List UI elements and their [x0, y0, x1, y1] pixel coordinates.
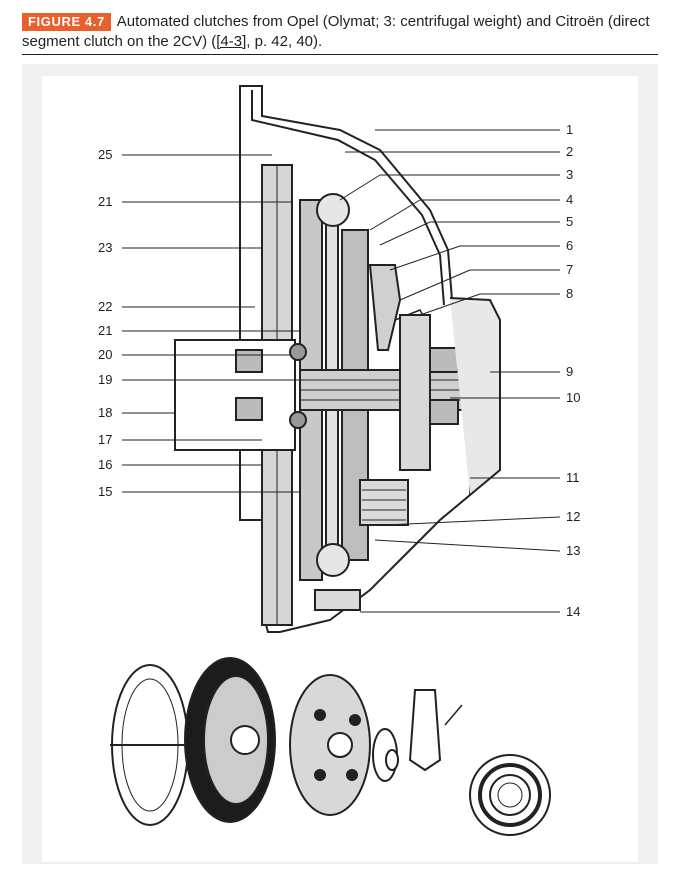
callout-left-2: 21	[98, 194, 112, 209]
callout-right-3: 3	[566, 167, 573, 182]
centrifugal-weight	[316, 193, 350, 227]
spring-pack	[359, 479, 409, 526]
callout-right-12: 12	[566, 509, 580, 524]
bearing-left-lower	[235, 397, 263, 421]
bearing-right-lower	[429, 399, 459, 425]
figure-label: FIGURE 4.7	[22, 13, 111, 31]
callout-left-7: 19	[98, 372, 112, 387]
callout-left-3: 23	[98, 240, 112, 255]
callout-left-1: 25	[98, 147, 112, 162]
callout-right-9: 9	[566, 364, 573, 379]
segment-lever	[408, 689, 442, 772]
callout-right-4: 4	[566, 192, 573, 207]
exploded-view	[110, 657, 551, 836]
callout-left-8: 18	[98, 405, 112, 420]
caption-rule	[22, 54, 658, 55]
callout-right-6: 6	[566, 238, 573, 253]
callout-right-7: 7	[566, 262, 573, 277]
callout-left-10: 16	[98, 457, 112, 472]
callout-right-11: 11	[566, 470, 580, 485]
callout-right-2: 2	[566, 144, 573, 159]
release-lever	[368, 264, 402, 351]
callout-left-5: 21	[98, 323, 112, 338]
callout-right-14: 14	[566, 604, 580, 619]
reference-link[interactable]: [4-3]	[216, 33, 247, 50]
bearing-right-upper	[429, 347, 459, 373]
bearing-left-upper	[235, 349, 263, 373]
callout-right-13: 13	[566, 543, 580, 558]
callout-right-8: 8	[566, 286, 573, 301]
callout-right-5: 5	[566, 214, 573, 229]
callout-right-1: 1	[566, 122, 573, 137]
callout-left-4: 22	[98, 299, 112, 314]
caption-text: Automated clutches from Opel (Olymat; 3:…	[22, 13, 650, 50]
callout-left-9: 17	[98, 432, 112, 447]
callout-left-6: 20	[98, 347, 112, 362]
spring	[444, 704, 463, 726]
callout-left-11: 15	[98, 484, 112, 499]
housing-inner	[251, 90, 445, 306]
caption-text-end: , p. 42, 40).	[246, 33, 323, 50]
callout-right-10: 10	[566, 390, 580, 405]
